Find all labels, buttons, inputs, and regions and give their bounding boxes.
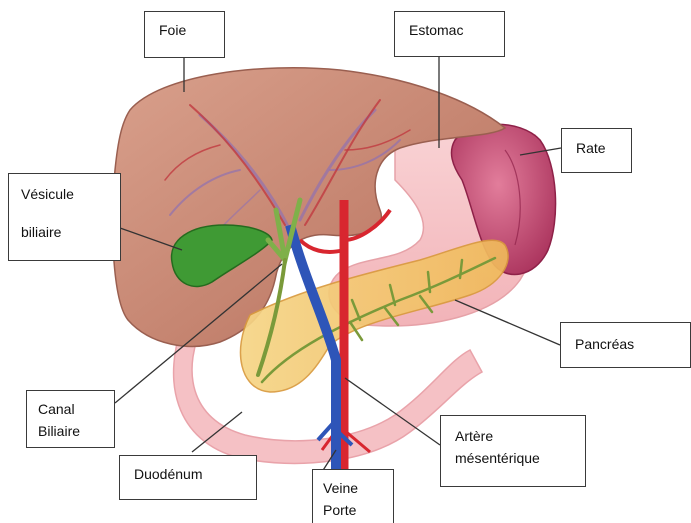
leader-line-pancreas [455,300,560,345]
label-foie-text: Foie [159,21,224,39]
label-rate-text: Rate [576,139,631,157]
label-vesicule-line2: biliaire [21,223,120,241]
label-veine-line2: Porte [323,501,393,519]
label-vesicule-line1: Vésicule [21,185,120,203]
label-artere-mesenterique: Artère mésentérique [440,415,586,487]
label-canal-line2: Biliaire [38,422,114,440]
label-duodenum: Duodénum [119,455,257,500]
label-duodenum-text: Duodénum [134,465,256,483]
label-estomac: Estomac [394,11,505,57]
label-veine-porte: Veine Porte [312,469,394,523]
label-canal-biliaire: Canal Biliaire [26,390,115,448]
label-veine-line1: Veine [323,479,393,497]
label-artere-line1: Artère [455,427,585,445]
label-pancreas-text: Pancréas [575,335,690,353]
label-vesicule-biliaire: Vésicule biliaire [8,173,121,261]
label-estomac-text: Estomac [409,21,504,39]
label-pancreas: Pancréas [560,322,691,368]
label-canal-line1: Canal [38,400,114,418]
label-foie: Foie [144,11,225,58]
label-artere-line2: mésentérique [455,449,585,467]
label-rate: Rate [561,128,632,173]
